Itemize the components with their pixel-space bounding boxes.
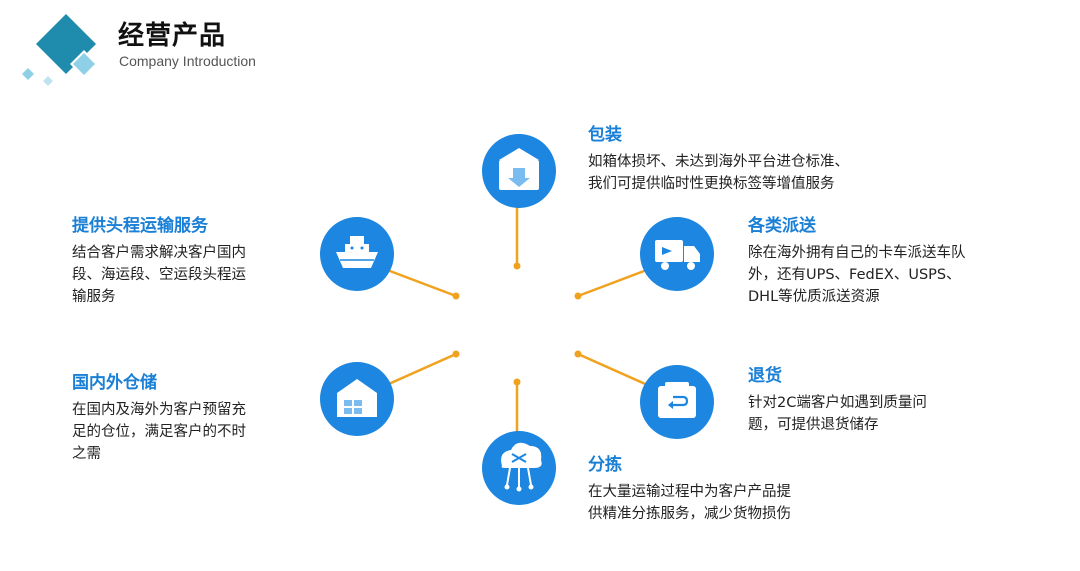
- connector-delivery: [577, 266, 653, 298]
- description-line: DHL等优质派送资源: [748, 289, 880, 305]
- cargo-ship-icon: [336, 236, 378, 268]
- connector-dot: [452, 350, 460, 358]
- cloud-shuffle-icon: [501, 442, 542, 492]
- description-line: 外，还有UPS、FedEX、USPS、: [748, 267, 961, 283]
- logo-small-diamond-2: [43, 76, 53, 86]
- service-description: 如箱体损坏、未达到海外平台进仓标准、 我们可提供临时性更换标签等增值服务: [588, 151, 968, 195]
- description-line: 如箱体损坏、未达到海外平台进仓标准、: [588, 154, 849, 170]
- service-title: 分拣: [588, 455, 622, 475]
- logo-light-diamond: [73, 53, 95, 75]
- service-title: 提供头程运输服务: [72, 216, 208, 236]
- connector-first-leg: [381, 266, 457, 298]
- description-line: 输服务: [72, 289, 116, 305]
- description-line: 段、海运段、空运段头程运: [72, 267, 246, 283]
- connector-dot: [452, 292, 460, 300]
- logo-small-diamond: [22, 68, 34, 80]
- page-subtitle: Company Introduction: [119, 53, 256, 69]
- box-down-arrow-icon: [499, 148, 539, 190]
- service-packaging: 包装 如箱体损坏、未达到海外平台进仓标准、 我们可提供临时性更换标签等增值服务: [588, 123, 968, 195]
- description-line: 结合客户需求解决客户国内: [72, 245, 246, 261]
- description-line: 除在海外拥有自己的卡车派送车队: [748, 245, 966, 261]
- connector-warehouse: [381, 352, 457, 389]
- service-description: 在国内及海外为客户预留充 足的仓位，满足客户的不时 之需: [72, 399, 312, 465]
- description-line: 针对2C端客户如遇到质量问: [748, 395, 927, 411]
- service-first-leg: 提供头程运输服务 结合客户需求解决客户国内 段、海运段、空运段头程运 输服务: [72, 214, 312, 308]
- service-description: 结合客户需求解决客户国内 段、海运段、空运段头程运 输服务: [72, 242, 312, 308]
- service-description: 除在海外拥有自己的卡车派送车队 外，还有UPS、FedEX、USPS、 DHL等…: [748, 242, 1048, 308]
- description-line: 在大量运输过程中为客户产品提: [588, 484, 791, 500]
- delivery-truck-icon: [655, 240, 700, 270]
- description-line: 供精准分拣服务，减少货物损伤: [588, 506, 791, 522]
- service-description: 在大量运输过程中为客户产品提 供精准分拣服务，减少货物损伤: [588, 481, 908, 525]
- connector-dot: [574, 350, 582, 358]
- description-line: 之需: [72, 446, 101, 462]
- description-line: 题，可提供退货储存: [748, 417, 879, 433]
- connector-dot: [574, 292, 582, 300]
- connector-dot: [513, 378, 521, 386]
- service-title: 退货: [748, 366, 782, 386]
- company-logo: [22, 14, 98, 86]
- service-title: 国内外仓储: [72, 373, 157, 393]
- description-line: 在国内及海外为客户预留充: [72, 402, 246, 418]
- service-sorting: 分拣 在大量运输过程中为客户产品提 供精准分拣服务，减少货物损伤: [588, 453, 908, 525]
- service-returns: 退货 针对2C端客户如遇到质量问 题，可提供退货储存: [748, 364, 1028, 436]
- connector-returns: [577, 352, 653, 389]
- service-description: 针对2C端客户如遇到质量问 题，可提供退货储存: [748, 392, 1028, 436]
- service-title: 包装: [588, 125, 622, 145]
- page-title: 经营产品: [118, 21, 227, 51]
- warehouse-icon: [337, 379, 377, 417]
- connector-dot: [513, 262, 521, 270]
- service-delivery: 各类派送 除在海外拥有自己的卡车派送车队 外，还有UPS、FedEX、USPS、…: [748, 214, 1048, 308]
- description-line: 足的仓位，满足客户的不时: [72, 424, 246, 440]
- description-line: 我们可提供临时性更换标签等增值服务: [588, 176, 835, 192]
- service-warehouse: 国内外仓储 在国内及海外为客户预留充 足的仓位，满足客户的不时 之需: [72, 371, 312, 465]
- return-box-icon: [658, 382, 696, 418]
- service-title: 各类派送: [748, 216, 816, 236]
